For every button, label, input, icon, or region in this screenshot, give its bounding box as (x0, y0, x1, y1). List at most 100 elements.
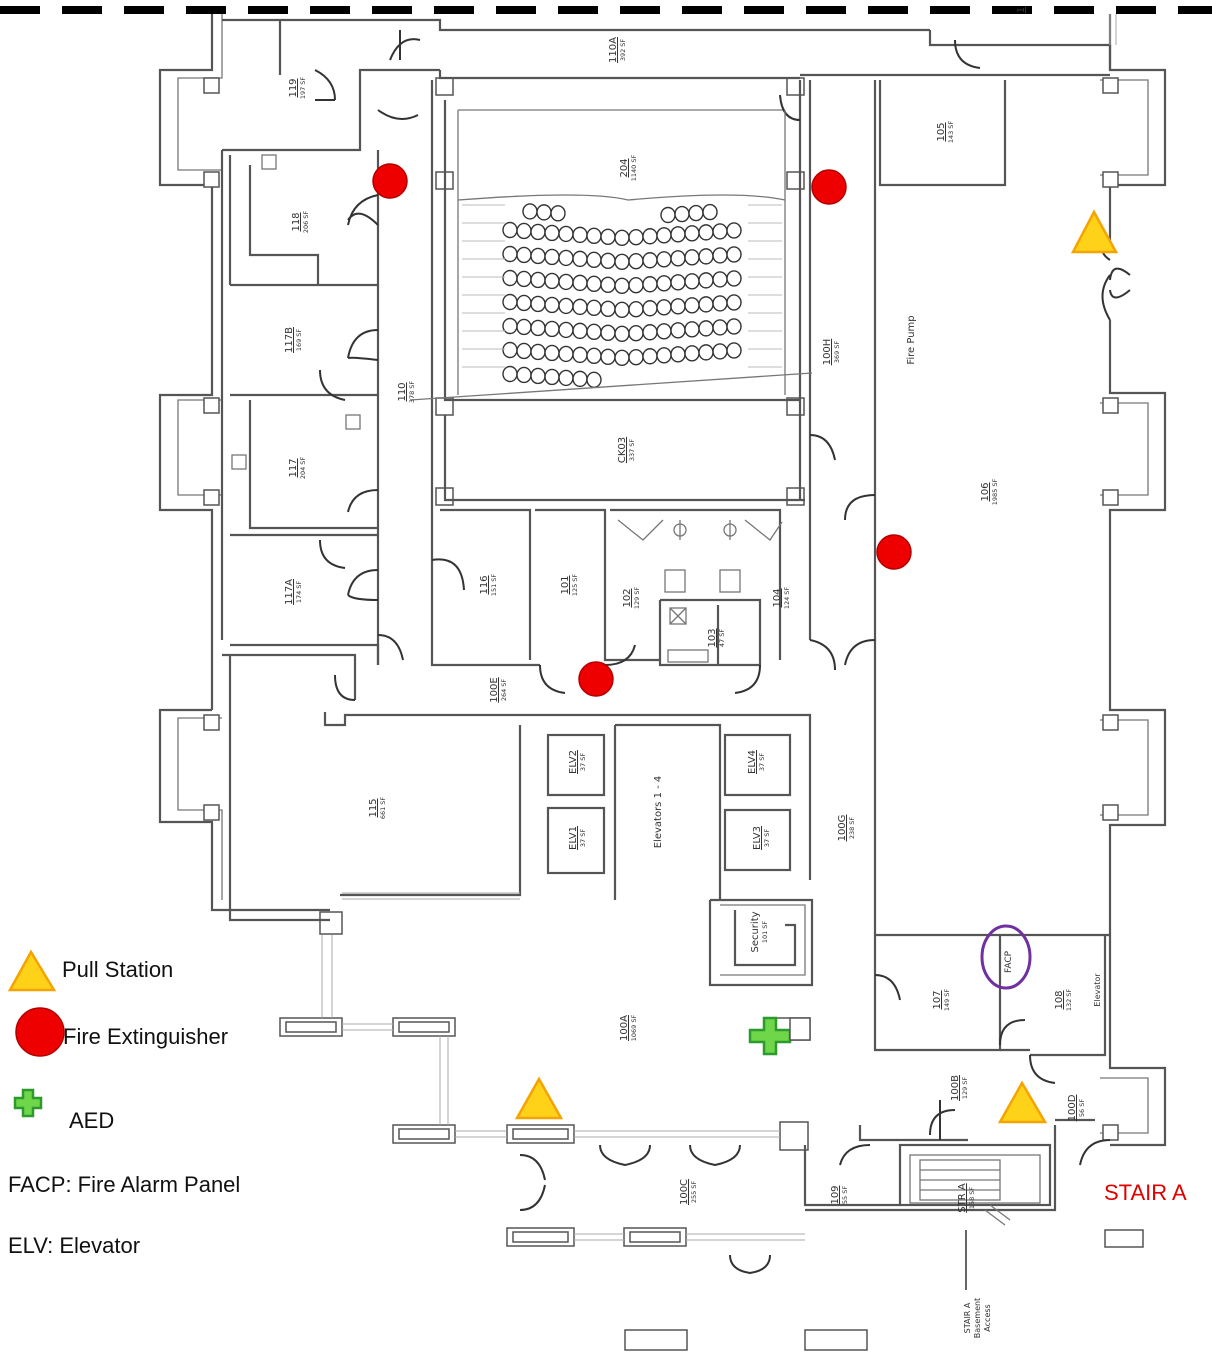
partial-room-number: 1 (1016, 7, 1027, 13)
auditorium-seat (516, 294, 532, 312)
room-area: 1069 SF (630, 1015, 638, 1042)
auditorium-seat (698, 296, 714, 313)
room-number: 100G (837, 815, 848, 842)
auditorium-seat (628, 253, 644, 270)
room-number: STR A (957, 1183, 968, 1213)
auditorium-seat (628, 349, 644, 366)
room-number: 119 (288, 78, 299, 97)
room-number: 100A (619, 1015, 630, 1041)
room-area: 255 SF (690, 1181, 698, 1204)
room-number: 117 (288, 458, 299, 477)
auditorium-seat (558, 273, 574, 291)
auditorium-seat (614, 277, 630, 294)
stair-a-basement-label-line1: STAIR A (963, 1302, 972, 1333)
room-area: 37 SF (579, 829, 587, 847)
auditorium-seat (642, 252, 658, 269)
room-area: 337 SF (628, 439, 636, 462)
auditorium-seat (530, 367, 546, 385)
green-cross-icon (13, 1088, 43, 1118)
auditorium-seat (550, 205, 566, 222)
legend-icons (7, 949, 65, 1118)
columns (203, 77, 1119, 1151)
interior-walls (220, 18, 1112, 1212)
red-circle-icon (876, 534, 912, 570)
auditorium-seat (726, 270, 742, 287)
red-circle-icon (372, 163, 408, 199)
auditorium-seat (600, 276, 616, 294)
room-area: 369 SF (833, 341, 841, 364)
room-number: 110 (397, 382, 408, 401)
auditorium-seat (502, 245, 518, 263)
room-number: 105 (936, 122, 947, 141)
room-number: 100E (489, 677, 500, 702)
auditorium-seat (670, 226, 686, 243)
room-area: 661 SF (379, 797, 387, 820)
auditorium-seat (558, 225, 574, 243)
auditorium-seat (544, 224, 560, 242)
room-area: 392 SF (619, 39, 627, 62)
auditorium-seat (502, 269, 518, 287)
auditorium-seat (656, 251, 672, 268)
auditorium-seat (670, 298, 686, 315)
auditorium-seat (698, 344, 714, 361)
yellow-triangle-icon (514, 1076, 564, 1120)
auditorium-seat (698, 272, 714, 289)
auditorium-seat (516, 222, 532, 240)
room-area: 132 SF (1065, 989, 1073, 1012)
auditorium-seat (558, 249, 574, 267)
auditorium-seat (642, 276, 658, 293)
auditorium-seat (572, 370, 588, 388)
elevators-label: Elevators 1 - 4 (653, 776, 664, 849)
auditorium-seat (726, 318, 742, 335)
auditorium-seat (670, 274, 686, 291)
room-area: 149 SF (943, 989, 951, 1012)
green-cross-icon (748, 1016, 792, 1056)
auditorium-seat (544, 320, 560, 338)
auditorium-seat (530, 223, 546, 241)
auditorium-seat (530, 271, 546, 289)
auditorium-seat (670, 346, 686, 363)
room-number: 109 (830, 1185, 841, 1204)
auditorium-seat (702, 203, 718, 221)
auditorium-seat (712, 295, 728, 312)
stair-a-basement-label-line3: Access (983, 1304, 992, 1331)
auditorium-seat (516, 342, 532, 360)
red-circle-icon (15, 1007, 65, 1057)
auditorium-seat (572, 226, 588, 244)
room-number: 107 (932, 990, 943, 1009)
red-circle-icon (578, 661, 614, 697)
auditorium-seat (600, 252, 616, 270)
auditorium-seat (712, 319, 728, 336)
auditorium-seat (712, 223, 728, 240)
auditorium-seat (558, 321, 574, 339)
auditorium-seat (726, 342, 742, 359)
pull-stations (514, 209, 1119, 1124)
auditorium-seat (712, 343, 728, 360)
facp-label: FACP (1004, 950, 1014, 973)
auditorium-seat (586, 323, 602, 341)
room-number: 117A (284, 579, 295, 605)
auditorium-seat (530, 319, 546, 337)
auditorium-seat (628, 325, 644, 342)
auditorium-seat (628, 277, 644, 294)
room-area: 264 SF (500, 679, 508, 702)
auditorium-seat (670, 250, 686, 267)
auditorium-seat (656, 227, 672, 244)
elevator-label: Elevator (1093, 973, 1102, 1007)
facp-marker (980, 924, 1032, 990)
room-area: 174 SF (295, 581, 303, 604)
doors (314, 30, 1131, 1275)
room-area: 378 SF (408, 381, 416, 404)
auditorium-seat (558, 369, 574, 387)
auditorium-seat (600, 324, 616, 342)
auditorium-seat (522, 203, 538, 220)
auditorium-seat (628, 301, 644, 318)
room-area: 55 SF (841, 1186, 849, 1204)
red-circle-icon (811, 169, 847, 205)
legend-facp-definition: FACP: Fire Alarm Panel (8, 1172, 241, 1197)
auditorium-seat (670, 322, 686, 339)
auditorium-seat (656, 275, 672, 292)
room-area: 1985 SF (991, 479, 999, 506)
auditorium-seat (544, 296, 560, 314)
legend-aed: AED (69, 1108, 115, 1133)
